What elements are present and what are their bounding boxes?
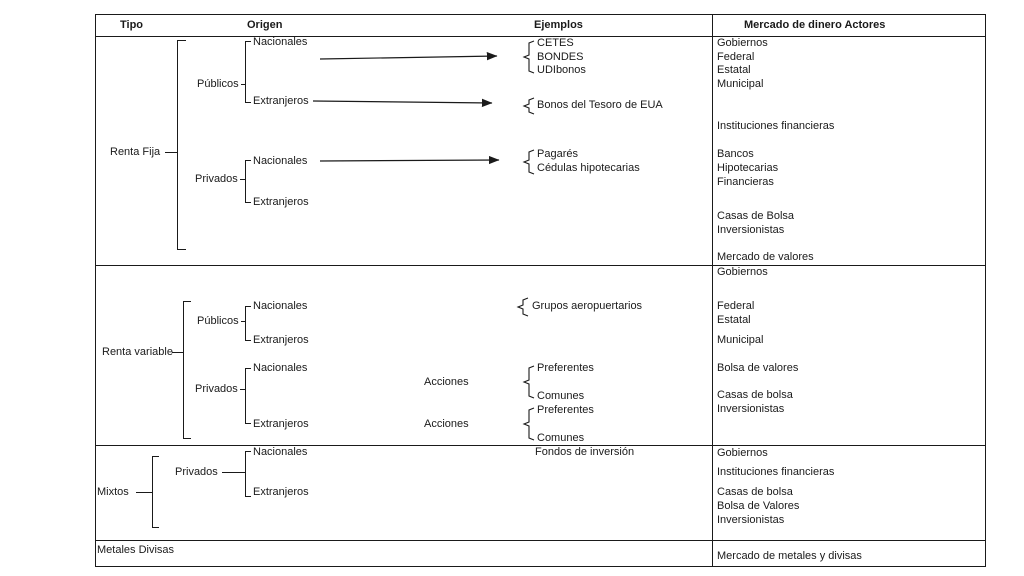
ejemplo-item: Grupos aeropuertarios (532, 300, 643, 312)
node-mx-privados: Privados (175, 466, 218, 478)
actor-item: Inversionistas (717, 403, 785, 415)
node-rv-pub-nacionales: Nacionales (253, 300, 308, 312)
node-rv-publicos: Públicos (197, 315, 239, 327)
node-mx-extranjeros: Extranjeros (253, 486, 309, 498)
actor-item: Federal (717, 51, 755, 63)
node-acciones-extranjeros: Acciones (424, 418, 469, 430)
node-rv-priv-extranjeros: Extranjeros (253, 418, 309, 430)
actor-item: Casas de bolsa (717, 486, 793, 498)
col-header-actores: Mercado de dinero Actores (744, 19, 886, 31)
col-header-tipo: Tipo (120, 19, 144, 31)
actor-item: Instituciones financieras (717, 120, 835, 132)
actor-item: Financieras (717, 176, 774, 188)
actor-item: Federal (717, 300, 755, 312)
node-rf-privados: Privados (195, 173, 238, 185)
actor-item: Gobiernos (717, 37, 768, 49)
actor-item: Casas de Bolsa (717, 210, 795, 222)
actor-item: Bancos (717, 148, 754, 160)
actor-item: Inversionistas (717, 224, 785, 236)
actor-item: Hipotecarias (717, 162, 779, 174)
node-renta-fija: Renta Fija (110, 146, 161, 158)
actor-item: Bolsa de valores (717, 362, 799, 374)
actor-item: Instituciones financieras (717, 466, 835, 478)
actor-item: Inversionistas (717, 514, 785, 526)
actor-item: Gobiernos (717, 266, 768, 278)
node-rf-priv-extranjeros: Extranjeros (253, 196, 309, 208)
ejemplo-item: BONDES (537, 51, 584, 63)
node-rv-priv-nacionales: Nacionales (253, 362, 308, 374)
node-rf-pub-extranjeros: Extranjeros (253, 95, 309, 107)
table-borders (95, 14, 986, 567)
tree-brackets (136, 40, 251, 528)
actor-item: Estatal (717, 64, 751, 76)
col-header-ejemplos: Ejemplos (534, 19, 583, 31)
actor-item: Mercado de valores (717, 251, 814, 263)
actor-item: Mercado de metales y divisas (717, 550, 862, 562)
node-rv-pub-extranjeros: Extranjeros (253, 334, 309, 346)
node-rf-pub-nacionales: Nacionales (253, 36, 308, 48)
example-braces (516, 40, 535, 441)
ejemplo-item: Comunes (537, 390, 585, 402)
actor-item: Estatal (717, 314, 751, 326)
actor-item: Casas de bolsa (717, 389, 793, 401)
node-rf-priv-nacionales: Nacionales (253, 155, 308, 167)
ejemplo-item: Fondos de inversión (535, 446, 635, 458)
ejemplo-item: Cédulas hipotecarias (537, 162, 640, 174)
node-mx-nacionales: Nacionales (253, 446, 308, 458)
actor-item: Gobiernos (717, 447, 768, 459)
ejemplo-item: Preferentes (537, 404, 594, 416)
ejemplo-item: Comunes (537, 432, 585, 444)
actor-item: Municipal (717, 334, 764, 346)
col-header-origen: Origen (247, 19, 283, 31)
ejemplo-item: CETES (537, 37, 574, 49)
ejemplo-item: Bonos del Tesoro de EUA (537, 99, 663, 111)
node-acciones-nacionales: Acciones (424, 376, 469, 388)
ejemplo-item: UDIbonos (537, 64, 586, 76)
actor-item: Municipal (717, 78, 764, 90)
node-rv-privados: Privados (195, 383, 238, 395)
ejemplo-item: Preferentes (537, 362, 594, 374)
node-rf-publicos: Públicos (197, 78, 239, 90)
ejemplo-item: Pagarés (537, 148, 578, 160)
actor-item: Bolsa de Valores (717, 500, 800, 512)
node-metales-divisas: Metales Divisas (97, 544, 175, 556)
arrows (312, 51, 500, 165)
node-renta-variable: Renta variable (102, 346, 173, 358)
node-mixtos: Mixtos (97, 486, 129, 498)
